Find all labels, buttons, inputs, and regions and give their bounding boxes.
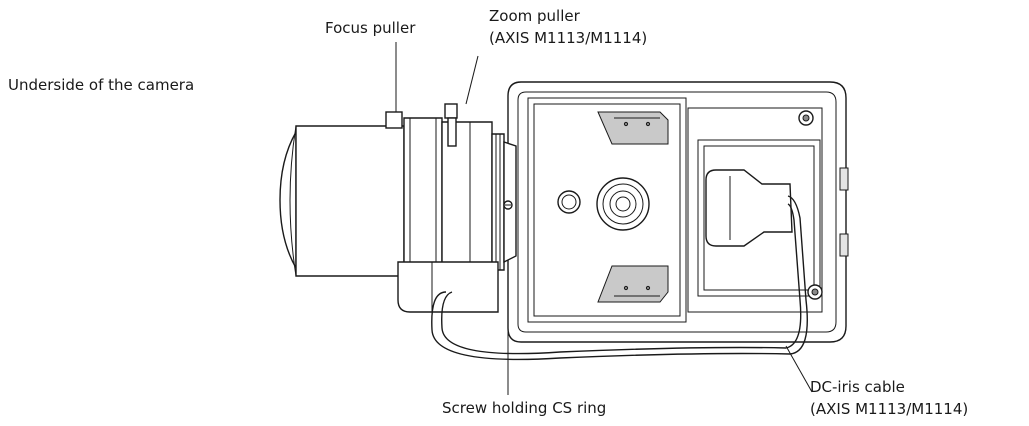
- zoom-puller-label: Zoom puller (AXIS M1113/M1114): [489, 5, 647, 49]
- underside-label: Underside of the camera: [8, 76, 195, 94]
- focus-puller-label: Focus puller: [325, 19, 416, 37]
- dc-iris-cable: [431, 195, 808, 361]
- lens-assembly: [279, 103, 517, 313]
- zoom-puller-knob: [444, 103, 458, 119]
- screw-cs-ring-label: Screw holding CS ring: [442, 399, 607, 417]
- zoom-puller-label-line2: (AXIS M1113/M1114): [489, 29, 648, 47]
- dc-iris-cable-label: DC-iris cable (AXIS M1113/M1114): [810, 376, 968, 420]
- zoom-puller-leader: [465, 55, 479, 105]
- focus-puller-knob: [385, 111, 403, 129]
- zoom-puller-label-line1: Zoom puller: [489, 7, 580, 25]
- dc-iris-leader: [785, 345, 813, 393]
- dc-iris-cable-label-line1: DC-iris cable: [810, 378, 905, 396]
- camera-body: [507, 81, 849, 343]
- dc-iris-cable-label-line2: (AXIS M1113/M1114): [810, 400, 969, 418]
